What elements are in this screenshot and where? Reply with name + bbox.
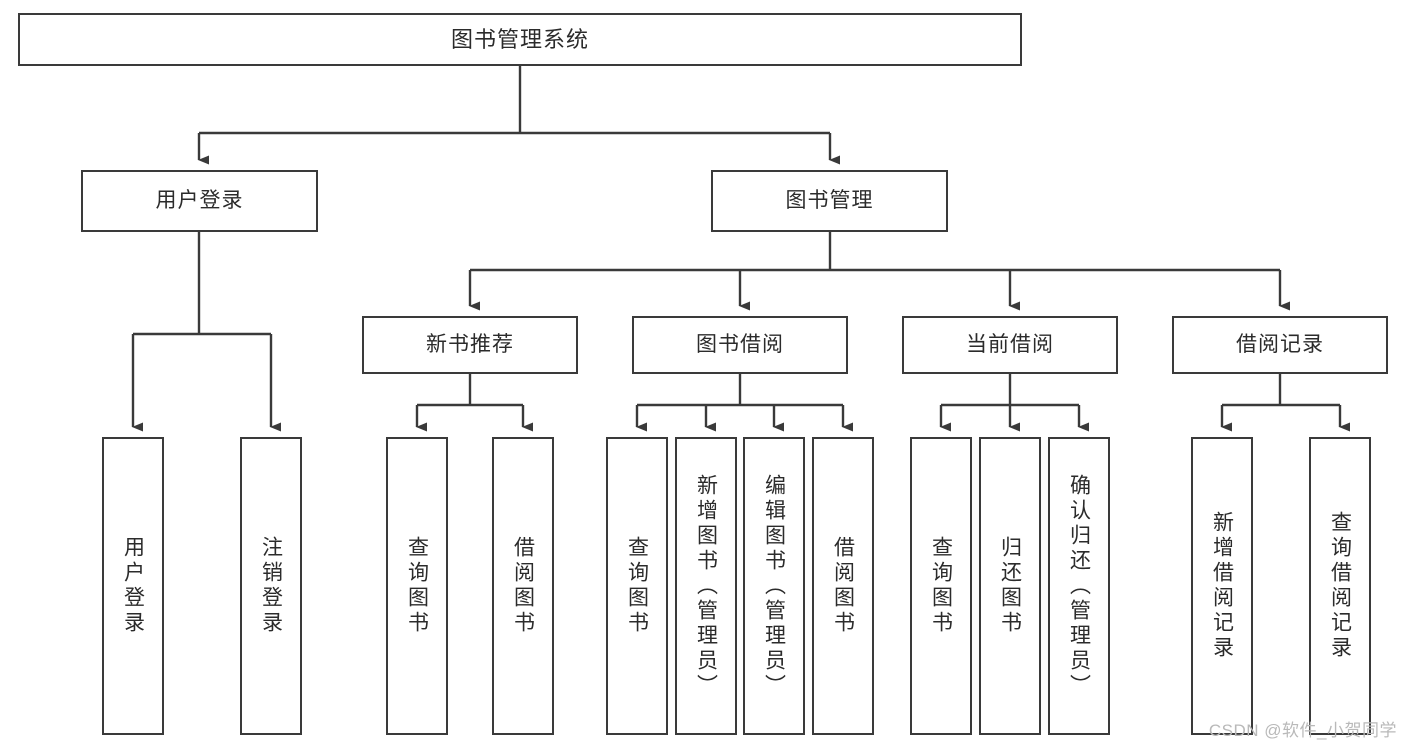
node-label: 新增图书（管理员） (694, 473, 718, 699)
leaf-add-borrow-record[interactable]: 新增借阅记录 (1191, 437, 1253, 735)
leaf-add-book-admin[interactable]: 新增图书（管理员） (675, 437, 737, 735)
node-user-login[interactable]: 用户登录 (81, 170, 318, 232)
node-label: 借阅图书 (831, 536, 855, 636)
node-label: 图书借阅 (696, 332, 784, 356)
node-label: 新增借阅记录 (1210, 511, 1234, 661)
leaf-return-book[interactable]: 归还图书 (979, 437, 1041, 735)
node-label: 归还图书 (998, 536, 1022, 636)
node-label: 图书管理系统 (450, 26, 589, 52)
leaf-query-book-current[interactable]: 查询图书 (910, 437, 972, 735)
leaf-logout-login[interactable]: 注销登录 (240, 437, 302, 735)
node-borrow-record[interactable]: 借阅记录 (1172, 316, 1388, 374)
leaf-query-borrow-record[interactable]: 查询借阅记录 (1309, 437, 1371, 735)
leaf-query-book-recommend[interactable]: 查询图书 (386, 437, 448, 735)
node-book-management[interactable]: 图书管理 (711, 170, 948, 232)
node-label: 借阅记录 (1236, 332, 1324, 356)
node-label: 查询图书 (929, 536, 953, 636)
leaf-query-book-borrow[interactable]: 查询图书 (606, 437, 668, 735)
leaf-borrow-book-recommend[interactable]: 借阅图书 (492, 437, 554, 735)
node-book-borrow[interactable]: 图书借阅 (632, 316, 848, 374)
leaf-edit-book-admin[interactable]: 编辑图书（管理员） (743, 437, 805, 735)
node-label: 用户登录 (155, 188, 244, 212)
node-label: 查询借阅记录 (1328, 511, 1352, 661)
node-label: 用户登录 (121, 536, 145, 636)
node-root-book-management-system[interactable]: 图书管理系统 (18, 13, 1022, 66)
node-new-book-recommend[interactable]: 新书推荐 (362, 316, 578, 374)
leaf-confirm-return-admin[interactable]: 确认归还（管理员） (1048, 437, 1110, 735)
node-label: 查询图书 (405, 536, 429, 636)
node-label: 确认归还（管理员） (1067, 473, 1091, 699)
leaf-borrow-book[interactable]: 借阅图书 (812, 437, 874, 735)
node-label: 借阅图书 (511, 536, 535, 636)
node-label: 注销登录 (259, 536, 283, 636)
node-current-borrow[interactable]: 当前借阅 (902, 316, 1118, 374)
leaf-user-login[interactable]: 用户登录 (102, 437, 164, 735)
csdn-watermark: CSDN @软件_小贺同学 (1208, 721, 1397, 740)
node-label: 查询图书 (625, 536, 649, 636)
node-label: 编辑图书（管理员） (762, 473, 786, 699)
node-label: 新书推荐 (426, 332, 514, 356)
node-label: 当前借阅 (966, 332, 1054, 356)
node-label: 图书管理 (785, 188, 874, 212)
